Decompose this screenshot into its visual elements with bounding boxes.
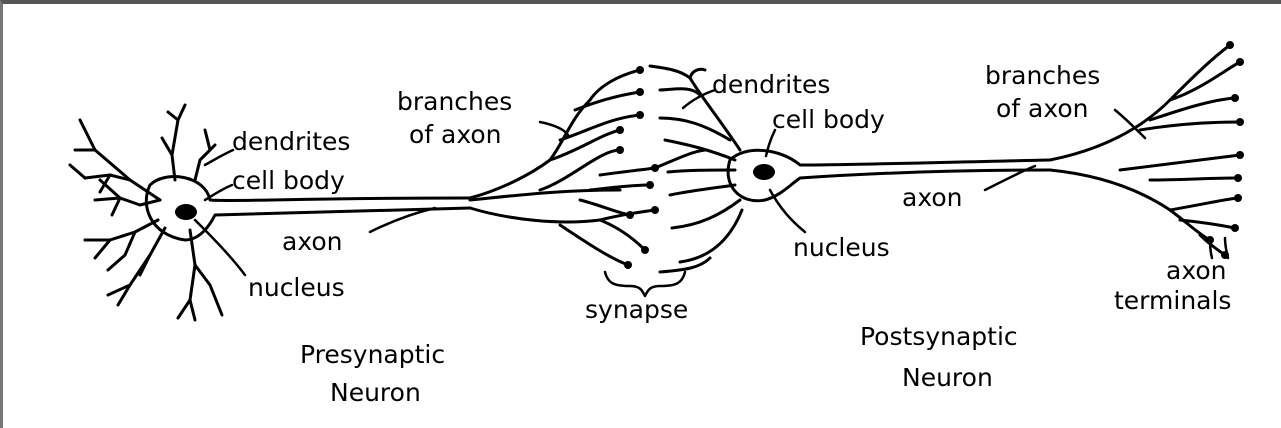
- label-postsynaptic-axon: axon: [902, 183, 963, 212]
- presynaptic-dendrites: [70, 105, 222, 320]
- label-axon-terminals-line2: terminals: [1114, 286, 1231, 315]
- label-postsynaptic-nucleus: nucleus: [793, 233, 890, 262]
- label-presynaptic-nucleus: nucleus: [248, 273, 345, 302]
- synapse-brace: [605, 272, 685, 296]
- label-postsynaptic-title-line1: Postsynaptic: [860, 322, 1018, 351]
- label-presynaptic-title-line2: Neuron: [330, 378, 421, 407]
- label-postsynaptic-title-line2: Neuron: [902, 363, 993, 392]
- label-postsynaptic-dendrites: dendrites: [712, 70, 830, 99]
- postsynaptic-cell-body: [728, 150, 1050, 200]
- label-postsynaptic-cell-body: cell body: [772, 105, 885, 134]
- postsynaptic-nucleus: [753, 164, 775, 180]
- label-postsynaptic-branches-line2: of axon: [996, 94, 1089, 123]
- label-presynaptic-cell-body: cell body: [232, 166, 345, 195]
- label-presynaptic-branches-line1: branches: [397, 87, 512, 116]
- label-presynaptic-branches-line2: of axon: [409, 120, 502, 149]
- label-postsynaptic-branches-line1: branches: [985, 61, 1100, 90]
- presynaptic-nucleus: [175, 204, 197, 220]
- label-synapse: synapse: [585, 295, 688, 324]
- label-presynaptic-dendrites: dendrites: [232, 127, 350, 156]
- label-presynaptic-axon: axon: [282, 227, 343, 256]
- label-presynaptic-title-line1: Presynaptic: [300, 340, 445, 369]
- label-axon-terminals-line1: axon: [1166, 256, 1227, 285]
